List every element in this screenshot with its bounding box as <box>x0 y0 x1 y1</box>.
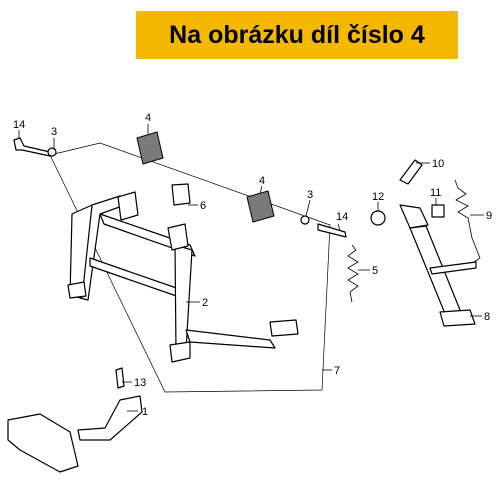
bushing-4b <box>246 190 275 223</box>
callout-5: 5 <box>372 265 378 277</box>
leader-3b <box>305 199 311 217</box>
washer-3-right <box>300 215 310 225</box>
bushing-12 <box>370 210 386 226</box>
callout-8: 8 <box>484 311 490 323</box>
kick-lever <box>7 395 143 473</box>
callout-6: 6 <box>200 200 206 212</box>
callout-10: 10 <box>432 158 444 170</box>
callout-9: 9 <box>486 210 492 222</box>
callout-3-right: 3 <box>307 189 313 201</box>
callout-13: 13 <box>134 377 146 389</box>
bushing-4a <box>136 131 164 165</box>
main-stand <box>67 191 299 363</box>
assembly-outline <box>49 142 331 393</box>
callout-12: 12 <box>372 191 384 203</box>
callout-4-left: 4 <box>145 112 151 124</box>
callout-2: 2 <box>202 297 208 309</box>
banner-text: Na obrázku díl číslo 4 <box>169 20 425 49</box>
spring-5 <box>347 244 359 303</box>
bolt-14-left <box>13 137 51 157</box>
bolt-11 <box>431 204 445 218</box>
spring-9 <box>454 179 481 263</box>
callout-1: 1 <box>142 406 148 418</box>
callout-11: 11 <box>430 187 441 199</box>
side-stand <box>399 204 477 327</box>
washer-3-left <box>47 147 57 157</box>
leader-14b <box>337 223 341 231</box>
callout-14-left: 14 <box>13 119 25 131</box>
plate-10 <box>399 159 423 185</box>
part-number-banner: Na obrázku díl číslo 4 <box>136 11 458 59</box>
bolt-14-right <box>317 223 347 238</box>
callout-4-right: 4 <box>259 175 265 187</box>
callout-14-right: 14 <box>336 211 348 223</box>
callout-7: 7 <box>334 365 340 377</box>
callout-3-left: 3 <box>51 126 57 138</box>
block-6 <box>171 183 191 206</box>
bolt-13 <box>115 367 125 389</box>
leader-4b <box>259 185 263 195</box>
